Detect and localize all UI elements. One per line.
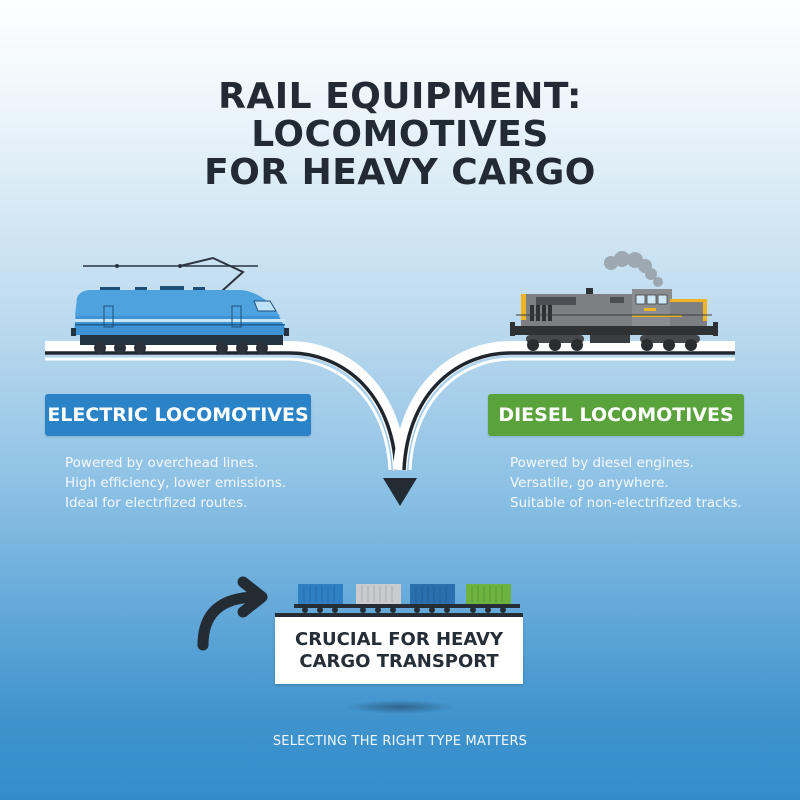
diesel-point-2: Versatile, go anywhere. xyxy=(510,475,669,491)
cargo-line-1: CRUCIAL FOR HEAVY xyxy=(294,628,504,650)
smoke-icon xyxy=(604,251,663,287)
curved-arrow-icon xyxy=(197,576,268,651)
electric-point-3: Ideal for electrfized routes. xyxy=(65,495,248,511)
cargo-callout: CRUCIAL FOR HEAVY CARGO TRANSPORT xyxy=(275,617,523,684)
electric-locomotives-label: ELECTRIC LOCOMOTIVES xyxy=(45,394,311,436)
cargo-line-2: CARGO TRANSPORT xyxy=(299,650,499,672)
electric-locomotive-icon xyxy=(71,256,289,354)
diesel-point-1: Powered by diesel engines. xyxy=(510,455,694,471)
electric-point-2: High efficiency, lower emissions. xyxy=(65,475,287,491)
diesel-locomotive-icon xyxy=(510,251,718,351)
diesel-description: Powered by diesel engines. Versatile, go… xyxy=(510,453,742,513)
title-line-2: LOCOMOTIVES xyxy=(251,114,549,155)
electric-point-1: Powered by overchead lines. xyxy=(65,455,259,471)
title-line-3: FOR HEAVY CARGO xyxy=(204,152,596,193)
cargo-train-icon xyxy=(275,584,523,617)
callout-shadow xyxy=(345,700,455,714)
page-title: RAIL EQUIPMENT: LOCOMOTIVES FOR HEAVY CA… xyxy=(0,78,800,192)
diesel-point-3: Suitable of non-electrifized tracks. xyxy=(510,495,742,511)
track-merge-icon xyxy=(45,341,735,506)
electric-description: Powered by overchead lines. High efficie… xyxy=(65,453,286,513)
footer-tagline: SELECTING THE RIGHT TYPE MATTERS xyxy=(272,734,528,749)
diesel-locomotives-label: DIESEL LOCOMOTIVES xyxy=(488,394,744,436)
title-line-1: RAIL EQUIPMENT: xyxy=(218,76,582,117)
